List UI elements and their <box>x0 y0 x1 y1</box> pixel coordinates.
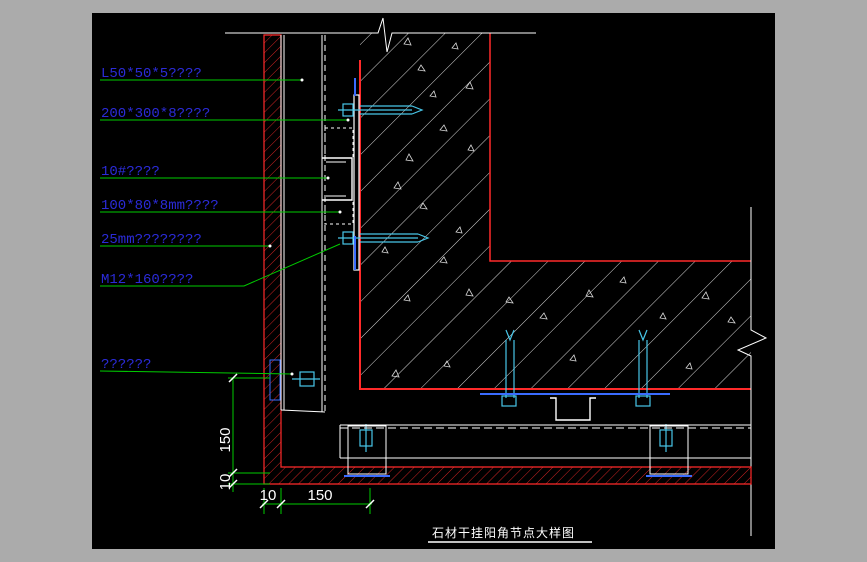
drawing-title: 石材干挂阳角节点大样图 <box>432 525 575 540</box>
callout-stone: 25mm???????? <box>101 232 202 248</box>
dimension-lines <box>228 377 372 514</box>
dimension-ticks <box>228 373 375 509</box>
callout-bracket: ?????? <box>101 357 151 373</box>
callout-angle-steel: L50*50*5???? <box>101 66 202 82</box>
dim-vertical-10: 10 <box>217 474 234 491</box>
stone-cladding <box>263 34 752 485</box>
bottom-keel <box>269 78 751 477</box>
dim-horizontal-150: 150 <box>307 487 332 504</box>
dim-vertical-150: 150 <box>217 427 234 452</box>
dim-horizontal-10: 10 <box>260 487 277 504</box>
leader-lines <box>99 79 348 375</box>
concrete-structure <box>225 17 768 536</box>
callout-plate2: 100*80*8mm???? <box>101 198 219 214</box>
anchor-bolts <box>292 103 673 452</box>
vertical-keel <box>280 35 360 413</box>
callout-bolt: M12*160???? <box>101 272 193 288</box>
callout-channel: 10#???? <box>101 164 160 180</box>
callout-plate: 200*300*8???? <box>101 106 210 122</box>
leader-dots <box>268 78 350 376</box>
